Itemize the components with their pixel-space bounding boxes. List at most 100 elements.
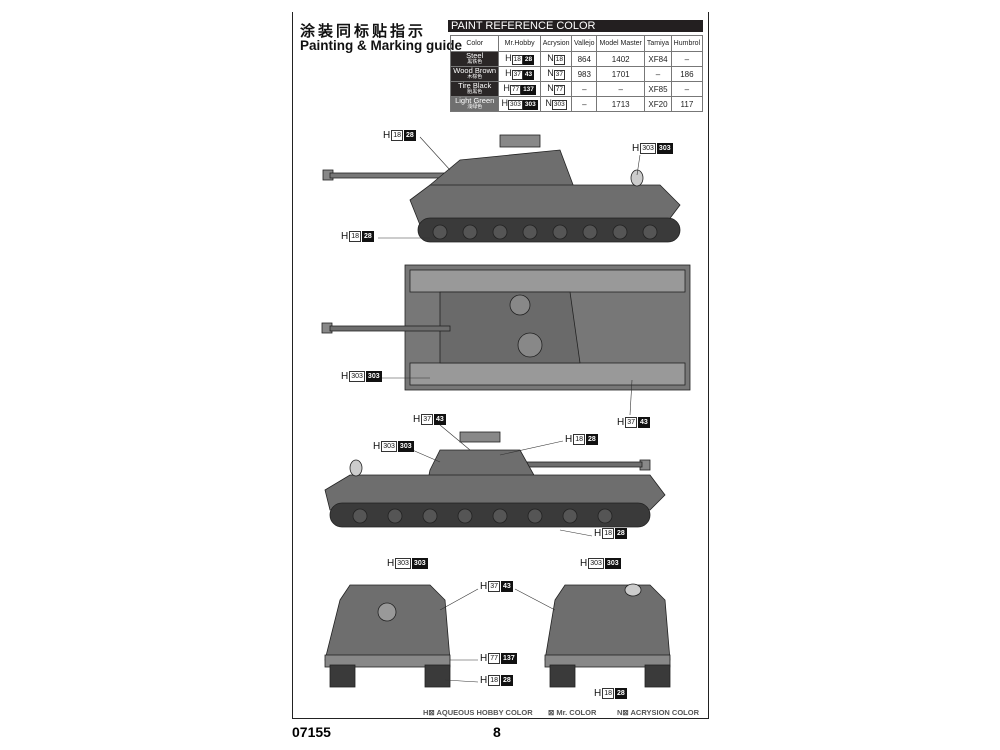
color-name-cn: 木棕色 <box>467 74 483 80</box>
callout-mr-color-code: 43 <box>638 417 650 428</box>
callout-aqueous-code: 37 <box>488 581 501 592</box>
product-code: 07155 <box>292 724 331 740</box>
callout-aqueous-code: 18 <box>391 130 404 141</box>
mr-color-code: 28 <box>522 55 535 65</box>
callout-aqueous-code: 18 <box>573 434 586 445</box>
callout-aqueous-code: 18 <box>349 231 362 242</box>
tank-rear-view <box>544 583 671 688</box>
callout-prefix: H <box>413 414 421 425</box>
callout-aqueous-code: 303 <box>381 441 397 452</box>
color-name: Light Green <box>455 96 495 105</box>
callout-prefix: H <box>632 143 640 154</box>
callout-prefix: H <box>383 130 391 141</box>
callout-aqueous-code: 37 <box>625 417 638 428</box>
callout-aqueous-code: 18 <box>602 688 615 699</box>
acrysion-code: 77 <box>553 85 565 95</box>
title-english: Painting & Marking guide <box>300 38 463 53</box>
model-master-cell: 1713 <box>596 96 646 112</box>
callout-aqueous-code: 303 <box>395 558 411 569</box>
mr-color-code: 43 <box>522 70 535 80</box>
callout-prefix: H <box>480 581 488 592</box>
aqueous-code: 37 <box>511 70 523 80</box>
tank-side-view-left <box>322 134 681 243</box>
mr-color-code: 303 <box>522 100 538 110</box>
callout-mr-color-code: 28 <box>404 130 416 141</box>
legend-aqueous: H⊠ AQUEOUS HOBBY COLOR <box>423 708 533 717</box>
callout-aqueous-code: 77 <box>488 653 501 664</box>
aqueous-code: 303 <box>508 100 523 110</box>
callout-prefix: H <box>617 417 625 428</box>
callout-mr-color-code: 43 <box>434 414 446 425</box>
tank-top-view <box>321 264 691 391</box>
callout-mr-color-code: 137 <box>501 653 517 664</box>
callout-prefix: H <box>341 231 349 242</box>
legend-acrysion: N⊠ ACRYSION COLOR <box>617 708 699 717</box>
callout-mr-color-code: 303 <box>604 558 621 569</box>
leader-lines <box>378 136 641 683</box>
callout-mr-color-code: 43 <box>501 581 513 592</box>
color-name: Steel <box>466 51 484 60</box>
color-name: Wood Brown <box>453 66 497 75</box>
callout-mr-color-code: 303 <box>411 558 428 569</box>
color-name-cn: 浅绿色 <box>467 104 483 110</box>
callout-prefix: H <box>565 434 573 445</box>
callout-prefix: H <box>341 371 349 382</box>
humbrol-cell: 117 <box>670 96 704 112</box>
callout-mr-color-code: 28 <box>615 688 627 699</box>
callout-prefix: H <box>480 653 488 664</box>
callout-aqueous-code: 303 <box>349 371 365 382</box>
paint-table-title: PAINT REFERENCE COLOR <box>448 20 703 32</box>
tank-front-view <box>324 584 451 688</box>
callout-prefix: H <box>594 688 602 699</box>
callout-aqueous-code: 37 <box>421 414 434 425</box>
acrysion-code: 37 <box>553 70 565 80</box>
acrysion-code: 303 <box>551 100 567 110</box>
callout-prefix: H <box>580 558 588 569</box>
mr-color-code: 137 <box>521 85 536 95</box>
callout-mr-color-code: 303 <box>397 441 414 452</box>
callout-aqueous-code: 303 <box>588 558 604 569</box>
callout-aqueous-code: 18 <box>602 528 615 539</box>
callout-prefix: H <box>594 528 602 539</box>
callout-mr-color-code: 28 <box>362 231 374 242</box>
page-frame <box>292 12 709 719</box>
paint-reference-table: Color Mr.Hobby Acrysion Vallejo Model Ma… <box>449 35 704 112</box>
aqueous-code: 77 <box>509 85 522 95</box>
callout-aqueous-code: 303 <box>640 143 656 154</box>
page-number: 8 <box>493 724 501 740</box>
callout-mr-color-code: 303 <box>365 371 382 382</box>
title-chinese: 涂装同标贴指示 <box>300 23 427 40</box>
aqueous-code: 18 <box>511 55 523 65</box>
callout-aqueous-code: 18 <box>488 675 501 686</box>
color-name-cn: 胎黑色 <box>467 89 483 95</box>
color-name-cn: 黑铁色 <box>467 59 483 65</box>
callout-prefix: H <box>373 441 381 452</box>
callout-mr-color-code: 28 <box>501 675 513 686</box>
callout-mr-color-code: 303 <box>656 143 673 154</box>
callout-mr-color-code: 28 <box>586 434 598 445</box>
acrysion-code: 18 <box>553 55 565 65</box>
